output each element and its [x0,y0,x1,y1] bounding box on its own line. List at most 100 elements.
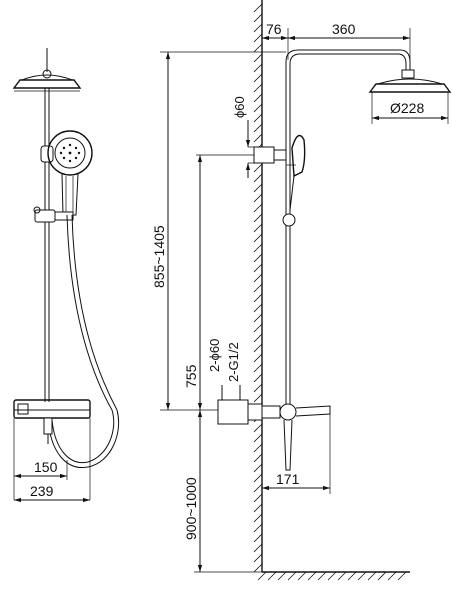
wall-hatch-line [253,173,263,183]
front-dimension-150: 150 [13,418,91,500]
wall-hatch-line [253,273,263,283]
wall-hatch-line [253,323,263,333]
wall-hatch-line [253,63,263,73]
wall-hatch-line [253,393,263,403]
wall-hatch-line [253,233,263,243]
side-wall-bracket: ϕ60 [232,96,287,178]
wall-hatch-line [253,423,263,433]
wall-hatch-line [253,183,263,193]
wall-hatch-line [253,13,263,23]
wall-hatch-line [253,133,263,143]
wall-hatch-line [253,103,263,113]
wall-hatch-line [253,203,263,213]
wall-hatch-line [253,303,263,313]
floor-hatch-line [377,571,387,581]
wall-hatch-line [253,363,263,373]
wall-hatch-line [253,93,263,103]
wall [253,0,263,573]
floor [257,571,410,581]
wall-hatch-line [253,253,263,263]
side-mixer [217,399,331,471]
wall-hatch-line [253,343,263,353]
wall-hatch-line [253,33,263,43]
dim-239-label: 239 [30,483,54,499]
floor-hatching [257,571,407,581]
wall-hatch-line [253,513,263,523]
wall-hatch-line [253,373,263,383]
top-dimensions: 76 360 [262,21,411,70]
wall-hatch-line [253,213,263,223]
dim-900-1000-label: 900~1000 [183,477,199,540]
floor-hatch-line [307,571,317,581]
wall-hatch-line [253,3,263,13]
wall-hatch-line [253,543,263,553]
floor-hatch-line [267,571,277,581]
wall-hatch-line [253,463,263,473]
floor-hatch-line [317,571,327,581]
dim-900-1000: 900~1000 [183,410,262,573]
wall-hatch-line [253,333,263,343]
wall-hatch-line [253,293,263,303]
wall-hatch-line [253,493,263,503]
wall-hatch-line [253,483,263,493]
dim-755: 755 [183,154,254,410]
wall-hatch-line [253,533,263,543]
floor-hatch-line [367,571,377,581]
front-riser-pipe [40,88,54,402]
dim-phi60-label: ϕ60 [232,96,247,118]
floor-hatch-line [257,571,267,581]
wall-hatch-line [253,263,263,273]
inlet-labels: 2-ϕ60 2-G1/2 [207,339,241,400]
dim-171-label: 171 [276,471,300,487]
wall-hatch-line [253,553,263,563]
wall-hatch-line [253,193,263,203]
front-rain-head [12,48,82,92]
wall-hatch-line [253,223,263,233]
dim-755-label: 755 [183,364,199,388]
floor-hatch-line [327,571,337,581]
floor-hatch-line [337,571,347,581]
front-view: 150 239 [12,48,120,503]
front-mixer [13,399,91,444]
dim-76-label: 76 [266,21,282,37]
floor-hatch-line [347,571,357,581]
wall-hatch-line [253,283,263,293]
dim-171: 171 [262,414,331,494]
dim-150-label: 150 [34,459,58,475]
dim-2g12-label: 2-G1/2 [226,342,241,382]
wall-hatch-line [253,443,263,453]
dim-360-label: 360 [332,21,356,37]
dim-855-1405-label: 855~1405 [151,225,167,288]
side-rain-head: Ø228 [368,78,452,124]
front-hose [47,214,120,468]
wall-hatch-line [253,523,263,533]
floor-hatch-line [357,571,367,581]
dim-2phi60-label: 2-ϕ60 [207,339,222,372]
floor-hatch-line [397,571,407,581]
front-dimension-239: 239 [14,483,90,503]
front-slide-bracket [33,206,74,223]
front-hand-shower [47,130,93,216]
floor-hatch-line [277,571,287,581]
wall-hatch-line [253,83,263,93]
wall-hatch-line [253,243,263,253]
wall-hatch-line [253,113,263,123]
wall-hatch-line [253,73,263,83]
wall-hatch-line [253,503,263,513]
wall-hatch-line [253,313,263,323]
wall-hatch-line [253,163,263,173]
wall-hatch-line [253,23,263,33]
wall-hatch-line [253,53,263,63]
wall-hatch-line [253,473,263,483]
dim-855-1405: 855~1405 [151,51,286,411]
wall-hatch-line [253,353,263,363]
floor-hatch-line [287,571,297,581]
wall-hatch-line [253,433,263,443]
wall-hatch-line [253,43,263,53]
wall-hatch-line [253,453,263,463]
wall-hatching [253,3,263,573]
dim-228-label: Ø228 [390,100,424,116]
side-hand-shower [282,134,306,227]
floor-hatch-line [387,571,397,581]
